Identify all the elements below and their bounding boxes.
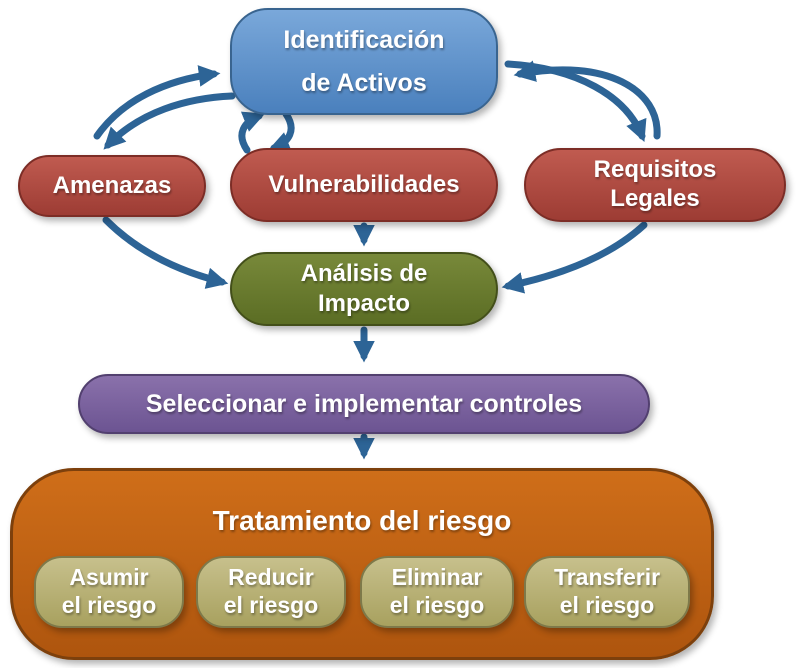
node-requisitos-legales-label: Requisitos Legales bbox=[593, 156, 717, 212]
node-seleccionar-controles: Seleccionar e implementar controles bbox=[78, 374, 650, 434]
node-seleccionar-controles-label: Seleccionar e implementar controles bbox=[145, 389, 583, 418]
node-requisitos-legales: Requisitos Legales bbox=[524, 148, 786, 222]
arrow-amenazas-to-analisis bbox=[102, 216, 229, 289]
node-eliminar-riesgo-label: Eliminar el riesgo bbox=[389, 564, 485, 618]
node-transferir-riesgo: Transferir el riesgo bbox=[524, 556, 690, 628]
node-reducir-riesgo: Reducir el riesgo bbox=[196, 556, 346, 628]
node-amenazas-label: Amenazas bbox=[52, 171, 172, 199]
node-identificacion-activos-label: Identificación de Activos bbox=[283, 26, 445, 97]
arrow-requisitos-to-identificacion bbox=[513, 60, 661, 140]
node-analisis-impacto-label: Análisis de Impacto bbox=[300, 260, 428, 317]
arrow-identificacion-to-vulnerabilidades bbox=[267, 110, 295, 153]
arrow-requisitos-to-analisis bbox=[501, 221, 648, 294]
node-asumir-riesgo: Asumir el riesgo bbox=[34, 556, 184, 628]
node-amenazas: Amenazas bbox=[18, 155, 206, 217]
arrow-amenazas-to-identificacion bbox=[93, 65, 221, 140]
node-vulnerabilidades-label: Vulnerabilidades bbox=[268, 170, 460, 198]
node-asumir-riesgo-label: Asumir el riesgo bbox=[61, 564, 157, 618]
arrow-vulnerabilidades-to-identificacion bbox=[238, 111, 266, 154]
node-transferir-riesgo-label: Transferir el riesgo bbox=[553, 564, 661, 618]
arrow-identificacion-to-amenazas bbox=[103, 92, 236, 150]
node-analisis-impacto: Análisis de Impacto bbox=[230, 252, 498, 326]
node-eliminar-riesgo: Eliminar el riesgo bbox=[360, 556, 514, 628]
node-reducir-riesgo-label: Reducir el riesgo bbox=[223, 564, 319, 618]
node-tratamiento-riesgo-label: Tratamiento del riesgo bbox=[212, 505, 512, 536]
node-vulnerabilidades: Vulnerabilidades bbox=[230, 148, 498, 222]
node-identificacion-activos: Identificación de Activos bbox=[230, 8, 498, 115]
